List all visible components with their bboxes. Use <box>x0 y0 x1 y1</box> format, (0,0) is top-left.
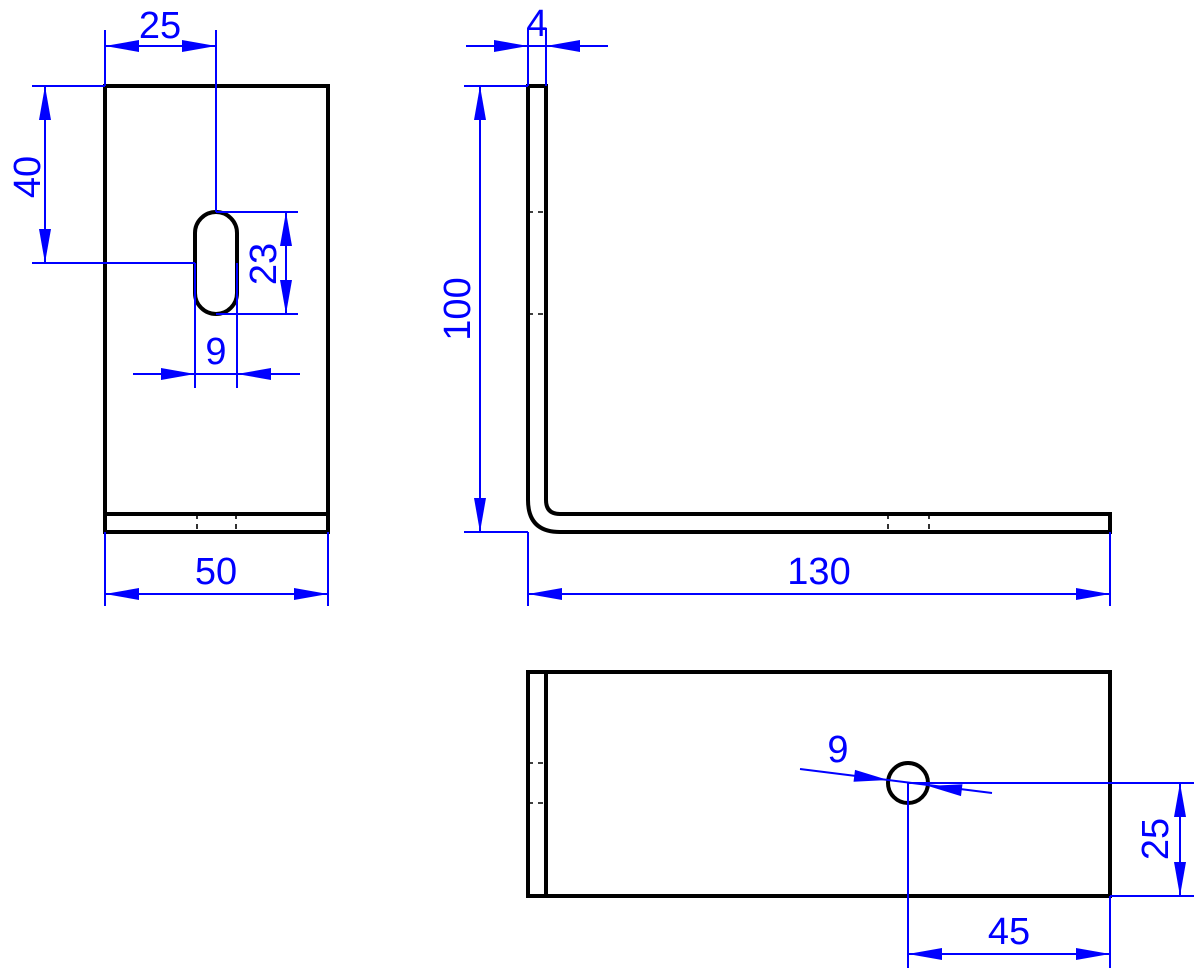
dimension-side-thickness: 4 <box>466 3 608 86</box>
dimension-side-length: 130 <box>527 532 1111 606</box>
dimension-label: 130 <box>787 551 850 593</box>
dimension-top-hole-offset-y: 25 <box>908 782 1194 897</box>
dimension-side-height: 100 <box>437 85 528 533</box>
dimension-label: 50 <box>195 551 237 593</box>
dimension-label: 23 <box>243 243 285 285</box>
front-view-slot <box>193 210 239 316</box>
dimension-label: 45 <box>988 911 1030 953</box>
dimension-label: 25 <box>1135 818 1177 860</box>
dimension-label: 25 <box>139 5 181 47</box>
dimension-front-slot-length: 23 <box>216 211 298 315</box>
dimension-label: 9 <box>205 331 226 373</box>
dimension-top-hole-offset-x: 45 <box>907 783 1111 968</box>
dimension-front-width: 50 <box>104 532 329 606</box>
dimension-front-slot-offset: 25 <box>104 5 217 212</box>
side-view-profile <box>526 84 1112 534</box>
dimension-top-hole-diameter: 9 <box>799 729 993 797</box>
dimension-front-slot-height-pos: 40 <box>7 85 195 264</box>
dimension-label: 40 <box>7 156 49 198</box>
dimension-label: 100 <box>437 277 479 340</box>
dimension-label: 4 <box>526 3 547 45</box>
side-view <box>526 84 1112 534</box>
dimension-front-slot-width: 9 <box>133 263 300 388</box>
dimension-label: 9 <box>827 729 848 771</box>
